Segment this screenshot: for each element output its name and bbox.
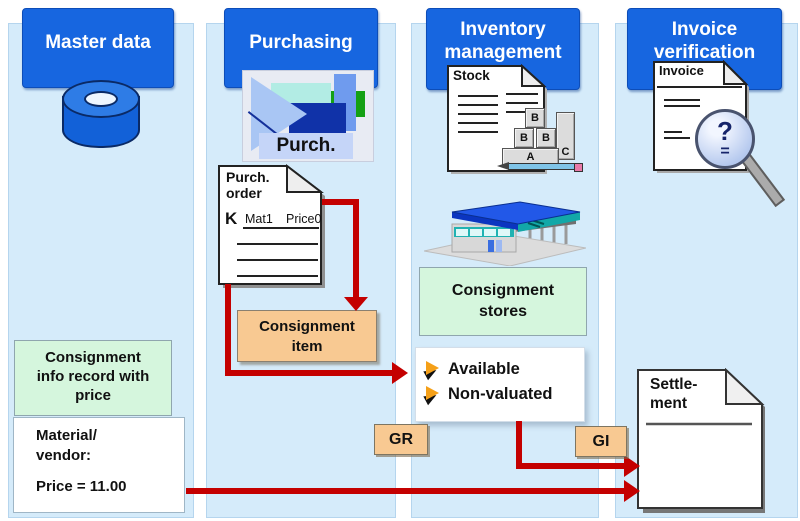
stores-line2: stores bbox=[478, 303, 528, 320]
stock-fold-corner bbox=[521, 64, 547, 87]
arrow-po-to-item-h bbox=[322, 199, 359, 205]
arrow-price-to-settlement-h bbox=[186, 488, 624, 494]
po-material: Mat1 bbox=[245, 212, 273, 226]
material-line: Material/ bbox=[36, 427, 97, 444]
header-master-data: Master data bbox=[22, 8, 174, 88]
stock-block-b-left: B bbox=[514, 128, 534, 148]
magnifier-icon: ? = bbox=[695, 109, 755, 169]
arrow-po-to-status-h bbox=[225, 370, 393, 376]
consignment-info-record-box: Consignment info record with price bbox=[14, 340, 172, 416]
po-title-line1: Purch. bbox=[226, 169, 270, 185]
magnifier-equals: = bbox=[720, 143, 730, 160]
arrow-po-to-status-head bbox=[392, 362, 408, 384]
purchase-order-doc bbox=[218, 164, 325, 288]
goods-issue-badge: GI bbox=[575, 426, 627, 457]
stock-status-box: Available Non-valuated bbox=[415, 347, 585, 422]
header-purchasing-label: Purchasing bbox=[249, 32, 353, 53]
pencil-eraser bbox=[574, 163, 583, 172]
status-row-non-valuated: Non-valuated bbox=[423, 382, 584, 407]
status-available-label: Available bbox=[448, 360, 520, 378]
stores-line1: Consignment bbox=[451, 282, 555, 299]
po-price: Price0 bbox=[286, 212, 322, 226]
info-record-line1: Consignment bbox=[45, 349, 141, 366]
arrow-po-to-item-head bbox=[344, 297, 368, 311]
settlement-title-line1: Settle- bbox=[650, 376, 698, 393]
goods-receipt-badge: GR bbox=[374, 424, 428, 455]
warehouse-icon bbox=[424, 201, 586, 266]
arrow-po-to-item-v bbox=[353, 199, 359, 298]
header-invoice-line1: Invoice bbox=[671, 19, 738, 40]
arrow-status-to-settlement-h bbox=[516, 463, 624, 469]
consignment-item-box: Consignment item bbox=[237, 310, 377, 362]
stock-block-b-top: B bbox=[525, 108, 545, 128]
material-vendor-price-box: Material/ vendor: Price = 11.00 bbox=[13, 417, 185, 513]
arrow-bullet-icon bbox=[423, 361, 442, 381]
arrow-price-to-settlement-head bbox=[624, 480, 640, 502]
vendor-line: vendor: bbox=[36, 447, 92, 464]
stock-block-b-right: B bbox=[536, 128, 556, 148]
header-master-data-label: Master data bbox=[45, 32, 151, 53]
price-line: Price = 11.00 bbox=[36, 478, 127, 495]
settlement-fold-corner bbox=[725, 368, 765, 405]
status-non-valuated-label: Non-valuated bbox=[448, 385, 553, 403]
consignment-item-line1: Consignment bbox=[259, 318, 355, 335]
settlement-title-line2: ment bbox=[650, 395, 688, 412]
consignment-item-line2: item bbox=[291, 338, 323, 355]
purchasing-icon-label: Purch. bbox=[259, 133, 353, 159]
invoice-fold-corner bbox=[723, 60, 749, 85]
header-invoice-line2: verification bbox=[653, 42, 756, 63]
po-title-line2: order bbox=[226, 185, 262, 201]
stock-block-c: C bbox=[556, 112, 575, 160]
stock-doc-title: Stock bbox=[453, 68, 490, 83]
arrow-status-to-settlement-head bbox=[624, 455, 640, 477]
settlement-doc bbox=[637, 368, 765, 513]
header-inventory-line1: Inventory bbox=[460, 19, 546, 40]
magnifier-question-mark: ? bbox=[717, 116, 733, 146]
header-inventory-line2: management bbox=[444, 42, 562, 63]
arrow-po-to-status-v bbox=[225, 284, 231, 376]
purchasing-icon: Purch. bbox=[242, 70, 374, 162]
po-fold-corner bbox=[286, 164, 324, 193]
info-record-line3: price bbox=[75, 387, 111, 404]
info-record-line2: info record with bbox=[36, 368, 150, 385]
pencil-icon bbox=[508, 163, 580, 170]
arrow-bullet-icon bbox=[423, 386, 442, 406]
material-roll-hole bbox=[84, 91, 118, 107]
arrow-status-to-settlement-v bbox=[516, 421, 522, 468]
material-roll-top bbox=[62, 80, 140, 118]
status-row-available: Available bbox=[423, 357, 584, 382]
po-item-category: K bbox=[225, 209, 238, 228]
consignment-stores-box: Consignment stores bbox=[419, 267, 587, 336]
po-page bbox=[218, 165, 322, 285]
pencil-tip bbox=[497, 162, 509, 170]
invoice-doc-title: Invoice bbox=[659, 63, 704, 78]
